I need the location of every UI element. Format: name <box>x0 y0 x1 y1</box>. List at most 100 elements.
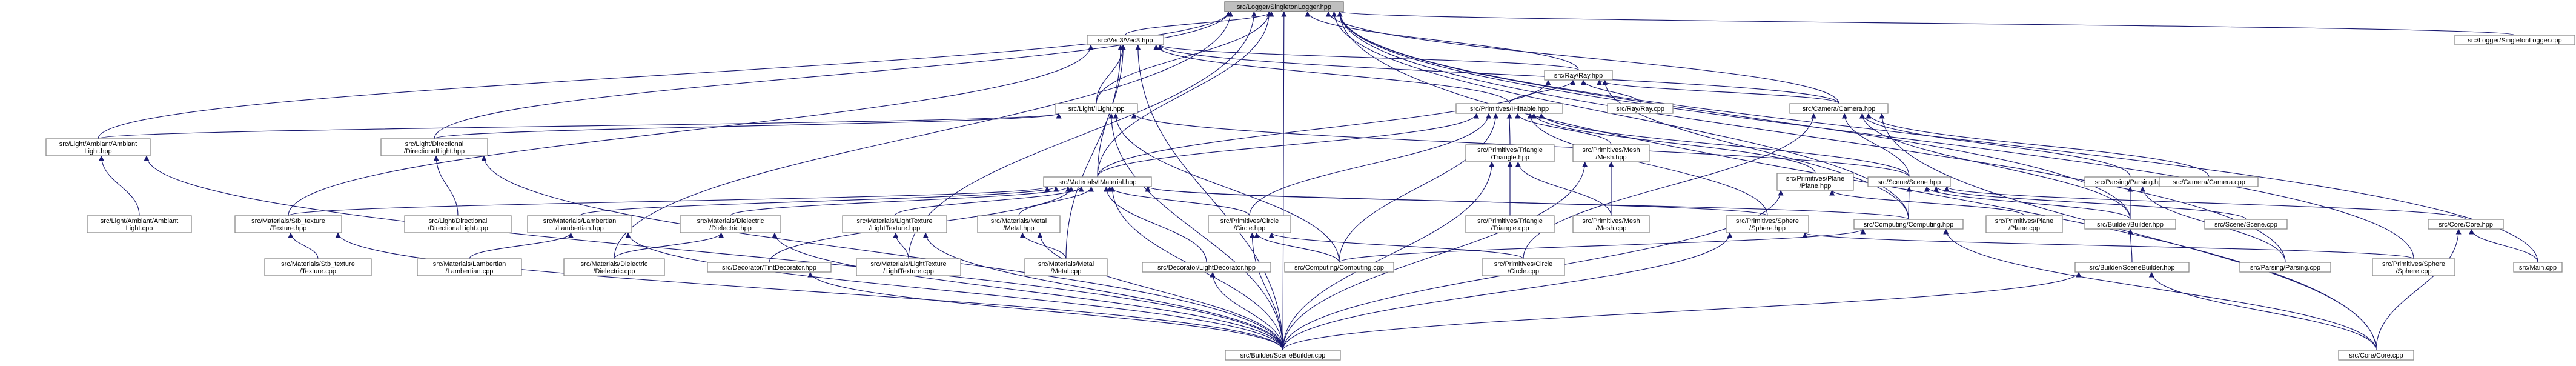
node-triangle-cpp[interactable]: src/Primitives/Triangle/Triangle.cpp <box>1465 215 1555 233</box>
node-logger-cpp[interactable]: src/Logger/SingletonLogger.cpp <box>2454 35 2575 45</box>
node-label: /Circle.cpp <box>1508 268 1539 275</box>
node-label: /Mesh.cpp <box>1596 225 1627 232</box>
node-imaterial[interactable]: src/Materials/IMaterial.hpp <box>1043 176 1152 187</box>
node-label: src/Builder/Builder.hpp <box>2097 221 2164 228</box>
edge-core_hpp-to-core_cpp <box>2376 228 2462 351</box>
node-label: src/Primitives/Sphere <box>1736 218 1799 225</box>
node-box <box>527 215 632 233</box>
node-camera-hpp[interactable]: src/Camera/Camera.hpp <box>1789 103 1889 114</box>
node-ray-cpp[interactable]: src/Ray/Ray.cpp <box>1607 103 1674 114</box>
node-scene-hpp[interactable]: src/Scene/Scene.hpp <box>1867 176 1951 187</box>
node-ray-hpp[interactable]: src/Ray/Ray.hpp <box>1544 70 1613 81</box>
edge-imaterial-to-lambert_hpp <box>579 186 1059 216</box>
node-parsing-hpp[interactable]: src/Parsing/Parsing.hpp <box>2084 176 2176 187</box>
node-box <box>380 138 488 156</box>
edge-logger_hpp-to-camera_hpp <box>1325 11 1839 104</box>
node-tint-hpp[interactable]: src/Decorator/TintDecorator.hpp <box>707 262 832 273</box>
node-label: src/Light/Directional <box>405 141 464 148</box>
edge-vec3-to-ray_hpp <box>1157 44 1579 71</box>
node-box <box>2428 219 2504 230</box>
node-label: src/Builder/SceneBuilder.hpp <box>2089 264 2174 271</box>
node-logger-hpp[interactable]: src/Logger/SingletonLogger.hpp <box>1224 1 1344 12</box>
node-label: /Sphere.cpp <box>2396 268 2431 275</box>
edge-directional_hpp-to-scenebuilder_cpp <box>481 155 1283 351</box>
edge-imaterial-to-computing_hpp <box>1145 186 1909 220</box>
edge-logger_hpp-to-parsing_cpp <box>1337 11 2286 263</box>
node-box <box>2372 258 2455 276</box>
node-ilight[interactable]: src/Light/ILight.hpp <box>1055 103 1138 114</box>
node-box <box>264 258 372 276</box>
node-lightdec-hpp[interactable]: src/Decorator/LightDecorator.hpp <box>1142 262 1271 273</box>
edge-ray_hpp-to-camera_hpp <box>1596 79 1839 104</box>
node-label: src/Parsing/Parsing.hpp <box>2095 179 2166 186</box>
edge-imaterial-to-dielectric_hpp <box>730 186 1071 216</box>
node-core-hpp[interactable]: src/Core/Core.hpp <box>2428 219 2504 230</box>
edge-circle_hpp-to-circle_cpp <box>1268 232 1524 259</box>
node-lighttex-cpp[interactable]: src/Materials/LightTexture/LightTexture.… <box>856 258 961 276</box>
node-directional-cpp[interactable]: src/Light/Directional/DirectionalLight.c… <box>404 215 512 233</box>
node-label: /Metal.hpp <box>1003 225 1034 232</box>
node-label: src/Decorator/LightDecorator.hpp <box>1157 264 1256 271</box>
node-box <box>2204 219 2288 230</box>
node-stbtex-hpp[interactable]: src/Materials/Stb_texture/Texture.hpp <box>234 215 342 233</box>
node-label: src/Materials/Dielectric <box>581 261 648 268</box>
edge-ihittable-to-circle_hpp <box>1249 113 1492 216</box>
node-dielectric-cpp[interactable]: src/Materials/Dielectric/Dielectric.cpp <box>563 258 665 276</box>
node-computing-cpp[interactable]: src/Computing/Computing.cpp <box>1284 262 1394 273</box>
edge-stbtex_hpp-to-stbtex_cpp <box>288 232 319 259</box>
node-core-cpp[interactable]: src/Core/Core.cpp <box>2338 350 2414 361</box>
node-box <box>1465 144 1555 162</box>
node-box <box>563 258 665 276</box>
node-plane-cpp[interactable]: src/Primitives/Plane/Plane.cpp <box>1985 215 2063 233</box>
edge-lighttex_hpp-to-scenebuilder_cpp <box>922 232 1283 351</box>
node-camera-cpp[interactable]: src/Camera/Camera.cpp <box>2159 176 2259 187</box>
node-label: src/Vec3/Vec3.hpp <box>1098 37 1153 44</box>
node-circle-hpp[interactable]: src/Primitives/Circle/Circle.hpp <box>1208 215 1291 233</box>
node-lambert-cpp[interactable]: src/Materials/Lambertian/Lambertian.cpp <box>417 258 522 276</box>
node-builder-hpp[interactable]: src/Builder/Builder.hpp <box>2084 219 2176 230</box>
node-label: /Lambertian.hpp <box>555 225 604 232</box>
node-label: src/Primitives/Triangle <box>1477 218 1543 225</box>
node-main-cpp[interactable]: src/Main.cpp <box>2513 262 2563 273</box>
node-label: src/Light/Ambiant/Ambiant <box>101 218 178 225</box>
node-lambert-hpp[interactable]: src/Materials/Lambertian/Lambertian.hpp <box>527 215 632 233</box>
node-scene-cpp[interactable]: src/Scene/Scene.cpp <box>2204 219 2288 230</box>
edge-ihittable-to-triangle_hpp <box>1506 113 1512 145</box>
edge-lighttex_hpp-to-lighttex_cpp <box>893 232 909 259</box>
edge-logger_hpp-to-directional_hpp <box>434 11 1231 139</box>
node-label: /Metal.cpp <box>1051 268 1082 275</box>
node-mesh-hpp[interactable]: src/Primitives/Mesh/Mesh.hpp <box>1572 144 1650 162</box>
node-parsing-cpp[interactable]: src/Parsing/Parsing.cpp <box>2239 262 2331 273</box>
node-metal-hpp[interactable]: src/Materials/Metal/Metal.hpp <box>977 215 1061 233</box>
node-box <box>1284 262 1394 273</box>
edge-ilight-to-scenebuilder_cpp <box>1108 113 1283 351</box>
node-triangle-hpp[interactable]: src/Primitives/Triangle/Triangle.hpp <box>1465 144 1555 162</box>
node-plane-hpp[interactable]: src/Primitives/Plane/Plane.hpp <box>1776 173 1854 191</box>
node-scenebuilder-cpp[interactable]: src/Builder/SceneBuilder.cpp <box>1225 350 1341 361</box>
node-metal-cpp[interactable]: src/Materials/Metal/Metal.cpp <box>1024 258 1108 276</box>
node-scenebuilder-hpp[interactable]: src/Builder/SceneBuilder.hpp <box>2074 262 2190 273</box>
node-box <box>1142 262 1271 273</box>
node-label: src/Materials/Stb_texture <box>281 261 355 268</box>
node-ihittable[interactable]: src/Primitives/IHittable.hpp <box>1455 103 1563 114</box>
node-dielectric-hpp[interactable]: src/Materials/Dielectric/Dielectric.hpp <box>680 215 781 233</box>
node-computing-hpp[interactable]: src/Computing/Computing.hpp <box>1853 219 1964 230</box>
node-label: /Mesh.hpp <box>1595 154 1626 161</box>
node-label: src/Materials/LightTexture <box>856 218 932 225</box>
node-mesh-cpp[interactable]: src/Primitives/Mesh/Mesh.cpp <box>1572 215 1650 233</box>
edge-ray_hpp-to-imaterial <box>1097 79 1551 178</box>
edge-circle_hpp-to-computing_cpp <box>1254 232 1340 263</box>
node-stbtex-cpp[interactable]: src/Materials/Stb_texture/Texture.cpp <box>264 258 372 276</box>
edge-dielectric_hpp-to-dielectric_cpp <box>614 232 724 259</box>
node-circle-cpp[interactable]: src/Primitives/Circle/Circle.cpp <box>1482 258 1565 276</box>
edge-ihittable-to-mesh_hpp <box>1514 113 1612 145</box>
node-sphere-cpp[interactable]: src/Primitives/Sphere/Sphere.cpp <box>2372 258 2455 276</box>
node-sphere-hpp[interactable]: src/Primitives/Sphere/Sphere.hpp <box>1726 215 1809 233</box>
node-vec3[interactable]: src/Vec3/Vec3.hpp <box>1087 35 1164 45</box>
edge-lambert_hpp-to-scenebuilder_cpp <box>625 232 1283 351</box>
node-directional-hpp[interactable]: src/Light/Directional/DirectionalLight.h… <box>380 138 488 156</box>
node-label: src/Materials/Stb_texture <box>251 218 325 225</box>
node-lighttex-hpp[interactable]: src/Materials/LightTexture/LightTexture.… <box>842 215 947 233</box>
